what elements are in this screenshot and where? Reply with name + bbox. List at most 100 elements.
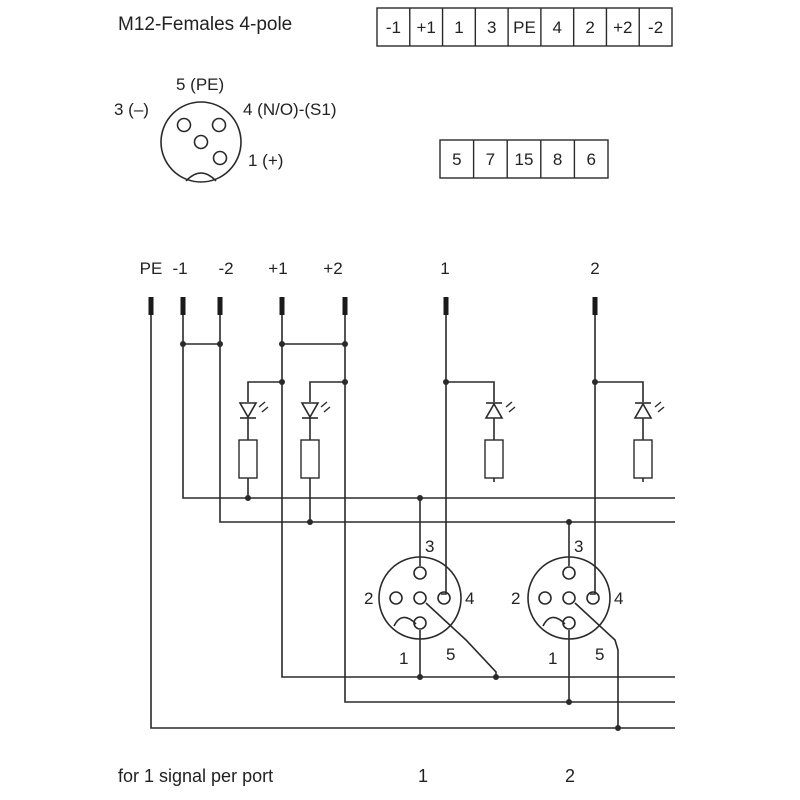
port-1-label-pin1: 1 <box>399 649 408 668</box>
wire-led-b-top <box>309 381 345 402</box>
junction <box>417 495 423 501</box>
bus-labels: PE -1 -2 +1 +2 1 2 <box>140 259 600 278</box>
port-1-label-pin2: 2 <box>364 589 373 608</box>
legend-label-pin4: 4 (N/O)-(S1) <box>243 100 337 119</box>
table-cell: 8 <box>553 150 562 169</box>
junction <box>615 725 621 731</box>
port-1-key <box>393 616 417 627</box>
wire-port1-pin5 <box>425 602 497 677</box>
resistor-icon <box>484 439 504 479</box>
table-cell: +2 <box>613 18 632 37</box>
leds <box>238 401 665 419</box>
port-1-label-pin4: 4 <box>465 589 474 608</box>
resistor-icon <box>633 439 653 479</box>
port-2-pin-3 <box>562 566 576 580</box>
wire-plus1 <box>281 315 675 678</box>
led-icon <box>484 401 516 419</box>
table-cell: -2 <box>648 18 663 37</box>
port-2-pin-4 <box>586 591 600 605</box>
table-cell: +1 <box>416 18 435 37</box>
junction <box>342 379 348 385</box>
junction <box>443 379 449 385</box>
table-cell: 2 <box>585 18 594 37</box>
legend-pin-1 <box>212 150 228 166</box>
diagram-title: M12-Females 4-pole <box>118 14 292 35</box>
wire-led-a-top <box>247 381 282 402</box>
wire-minus1 <box>182 315 675 499</box>
pin-table-top-frame <box>376 7 673 47</box>
wire-port2-pin5 <box>574 602 619 728</box>
port-1-label-pin3: 3 <box>425 537 434 556</box>
terminals <box>148 297 598 315</box>
port-1-connector: 3 2 4 1 5 <box>364 537 474 668</box>
port-2-outline <box>527 556 611 640</box>
junction <box>592 379 598 385</box>
connector-face-legend: 5 (PE) 3 (–) 4 (N/O)-(S1) 1 (+) <box>114 75 337 183</box>
junction <box>566 519 572 525</box>
port-1-pin-3 <box>413 566 427 580</box>
wire-led-c-top <box>446 381 495 402</box>
port-1-label-pin5: 5 <box>446 645 455 664</box>
legend-label-pin3: 3 (–) <box>114 100 149 119</box>
junction <box>566 699 572 705</box>
pin-table-top: -1 +1 1 3 PE 4 2 +2 -2 <box>376 7 673 47</box>
footer-port-2: 2 <box>565 766 575 786</box>
port-2-label-pin5: 5 <box>595 645 604 664</box>
port-2-label-pin2: 2 <box>511 589 520 608</box>
resistor-icon <box>300 439 320 479</box>
table-cell: 3 <box>487 18 496 37</box>
bus-label-plus2: +2 <box>323 259 342 278</box>
legend-connector-outline <box>160 101 242 183</box>
table-cell: PE <box>513 18 536 37</box>
legend-connector-key <box>185 172 217 182</box>
table-cell: 6 <box>586 150 595 169</box>
legend-pin-5 <box>193 134 209 150</box>
port-2-label-pin4: 4 <box>614 589 623 608</box>
resistors <box>238 439 653 479</box>
port-1-pin-2 <box>389 591 403 605</box>
junction <box>245 495 251 501</box>
legend-label-pin1: 1 (+) <box>248 151 283 170</box>
bus-label-plus1: +1 <box>268 259 287 278</box>
port-2-key <box>542 616 566 627</box>
port-1-pin-4 <box>437 591 451 605</box>
wire-led-d-top <box>595 381 644 402</box>
wire-signal1 <box>441 315 447 595</box>
wiring <box>150 315 675 731</box>
junction <box>417 674 423 680</box>
port-2-pin-2 <box>538 591 552 605</box>
led-icon <box>300 401 331 419</box>
junction <box>217 341 223 347</box>
table-cell: 1 <box>454 18 463 37</box>
footer-port-1: 1 <box>418 766 428 786</box>
table-cell: 7 <box>486 150 495 169</box>
port-1-outline <box>378 556 462 640</box>
port-2-pin-1 <box>562 616 576 630</box>
port-2-connector: 3 2 4 1 5 <box>511 537 623 668</box>
table-cell: 15 <box>515 150 534 169</box>
table-cell: -1 <box>386 18 401 37</box>
wire-minus2 <box>219 315 675 523</box>
bus-label-pe: PE <box>140 259 163 278</box>
wire-plus2 <box>344 315 675 703</box>
led-icon <box>238 401 269 419</box>
port-2-pin-5 <box>562 591 576 605</box>
junction <box>493 674 499 680</box>
port-1-pin-5 <box>413 591 427 605</box>
junction <box>279 341 285 347</box>
footer-caption: for 1 signal per port <box>118 766 273 786</box>
port-2-label-pin3: 3 <box>574 537 583 556</box>
resistor-icon <box>238 439 258 479</box>
bus-label-signal2: 2 <box>590 259 599 278</box>
wire-signal2 <box>590 315 596 595</box>
port-1-pin-1 <box>413 616 427 630</box>
table-cell: 4 <box>553 18 562 37</box>
junction <box>342 341 348 347</box>
bus-label-minus1: -1 <box>172 259 187 278</box>
junction <box>279 379 285 385</box>
bus-label-signal1: 1 <box>440 259 449 278</box>
wire-pe <box>150 315 675 729</box>
legend-pin-4 <box>211 117 227 133</box>
